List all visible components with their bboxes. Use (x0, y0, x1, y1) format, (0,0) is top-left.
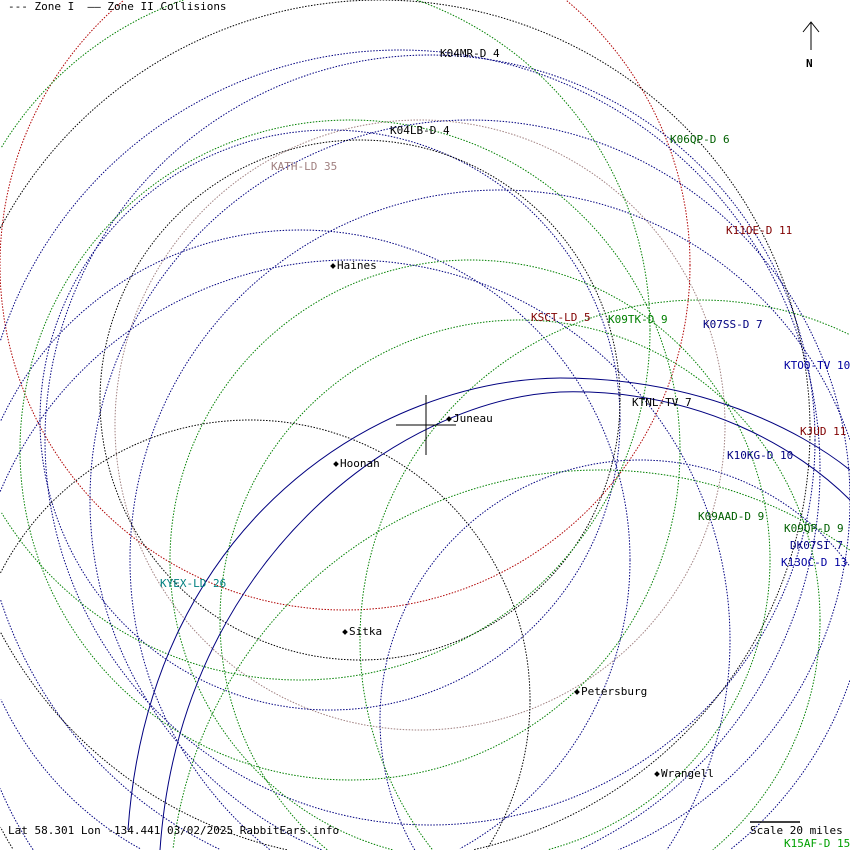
zone1-contour (129, 189, 850, 850)
city-dot-icon (574, 689, 580, 695)
station-label[interactable]: K04LB-D 4 (390, 124, 450, 137)
zone1-contour (1, 330, 651, 681)
zone2-collision-contour (127, 377, 850, 831)
scale-label: Scale 20 miles (750, 824, 843, 837)
zone1-contour (219, 319, 821, 850)
city-name: Juneau (453, 412, 493, 425)
zone1-contour (1, 0, 184, 148)
zone1-contour (0, 826, 13, 849)
station-label[interactable]: K11OE-D 11 (726, 224, 793, 237)
station-label[interactable]: K06QP-D 6 (670, 133, 730, 146)
station-label[interactable]: KYEX-LD 26 (160, 577, 227, 590)
station-label[interactable]: KATH-LD 35 (271, 160, 338, 173)
station-label[interactable]: K13OC-D 13 (781, 556, 848, 569)
zone1-contour (19, 119, 681, 781)
city-dot-icon (342, 629, 348, 635)
zone1-contour (0, 419, 531, 700)
zone1-contour (566, 0, 691, 265)
zone1-contour (99, 139, 621, 661)
city-marker: Petersburg (574, 685, 648, 698)
legend-zone1: --- Zone I (8, 0, 75, 13)
legend: --- Zone I —— Zone II Collisions (8, 1, 227, 13)
city-name: Haines (337, 259, 377, 272)
station-label[interactable]: K10KG-D 10 (727, 449, 794, 462)
zone1-contour (0, 229, 631, 560)
station-label[interactable]: K09TK-D 9 (608, 313, 668, 326)
zone1-contour (44, 54, 816, 826)
station-label[interactable]: KTNL-TV 7 (632, 396, 692, 409)
zone1-contour (0, 49, 821, 470)
zone1-contour (0, 0, 691, 611)
city-marker: Juneau (446, 412, 493, 425)
city-name: Sitka (349, 625, 383, 638)
zone1-contour (0, 0, 811, 430)
zone1-contour (580, 470, 821, 850)
city-dot-icon (446, 416, 452, 422)
station-label[interactable]: KTOO-TV 10 (784, 359, 850, 372)
zone1-contour (547, 560, 771, 850)
city-dot-icon (330, 263, 336, 269)
zone1-contour (172, 469, 850, 848)
station-label[interactable]: K04MR-D 4 (440, 47, 500, 60)
city-name: Wrangell (661, 767, 714, 780)
station-label[interactable]: K09QP-D 9 (784, 522, 844, 535)
zone1-contour (359, 299, 850, 850)
zone1-contour (169, 259, 771, 850)
station-label[interactable]: DK07SI 7 (790, 539, 843, 552)
zone1-contour (0, 631, 288, 850)
zone1-contour (39, 129, 621, 711)
city-marker: Haines (330, 259, 377, 272)
city-marker: Sitka (342, 625, 383, 638)
city-name: Hoonah (340, 457, 380, 470)
city-dot-icon (654, 771, 660, 777)
city-marker: Wrangell (654, 767, 714, 780)
city-dot-icon (333, 461, 339, 467)
legend-zone2: —— Zone II Collisions (87, 0, 227, 13)
zone1-contour (459, 560, 631, 850)
zone1-contour (487, 700, 531, 849)
city-name: Petersburg (581, 685, 648, 698)
zone1-contour (666, 640, 731, 850)
zone1-contour (618, 500, 850, 850)
zone1-contour (712, 620, 821, 850)
station-label[interactable]: K09AAD-D 9 (698, 510, 765, 523)
zone1-contour (729, 680, 850, 850)
station-label[interactable]: KSCT-LD 5 (531, 311, 591, 324)
zone1-contour (0, 788, 34, 850)
city-marker: Hoonah (333, 457, 380, 470)
footer-info: Lat 58.301 Lon -134.441 03/02/2025 Rabbi… (8, 824, 340, 837)
station-label[interactable]: K07SS-D 7 (703, 318, 763, 331)
north-label: N (806, 57, 813, 70)
zone1-contour (89, 119, 850, 850)
zone1-contour (0, 259, 731, 640)
zone1-contour (114, 119, 726, 731)
station-label[interactable]: KJUD 11 (800, 425, 847, 438)
zone1-contour (379, 459, 850, 850)
zone2-collision-contour (159, 391, 850, 850)
zone1-contour (472, 430, 811, 850)
zone1-contour (0, 599, 220, 850)
station-label[interactable]: K15AF-D 15 (784, 837, 850, 850)
